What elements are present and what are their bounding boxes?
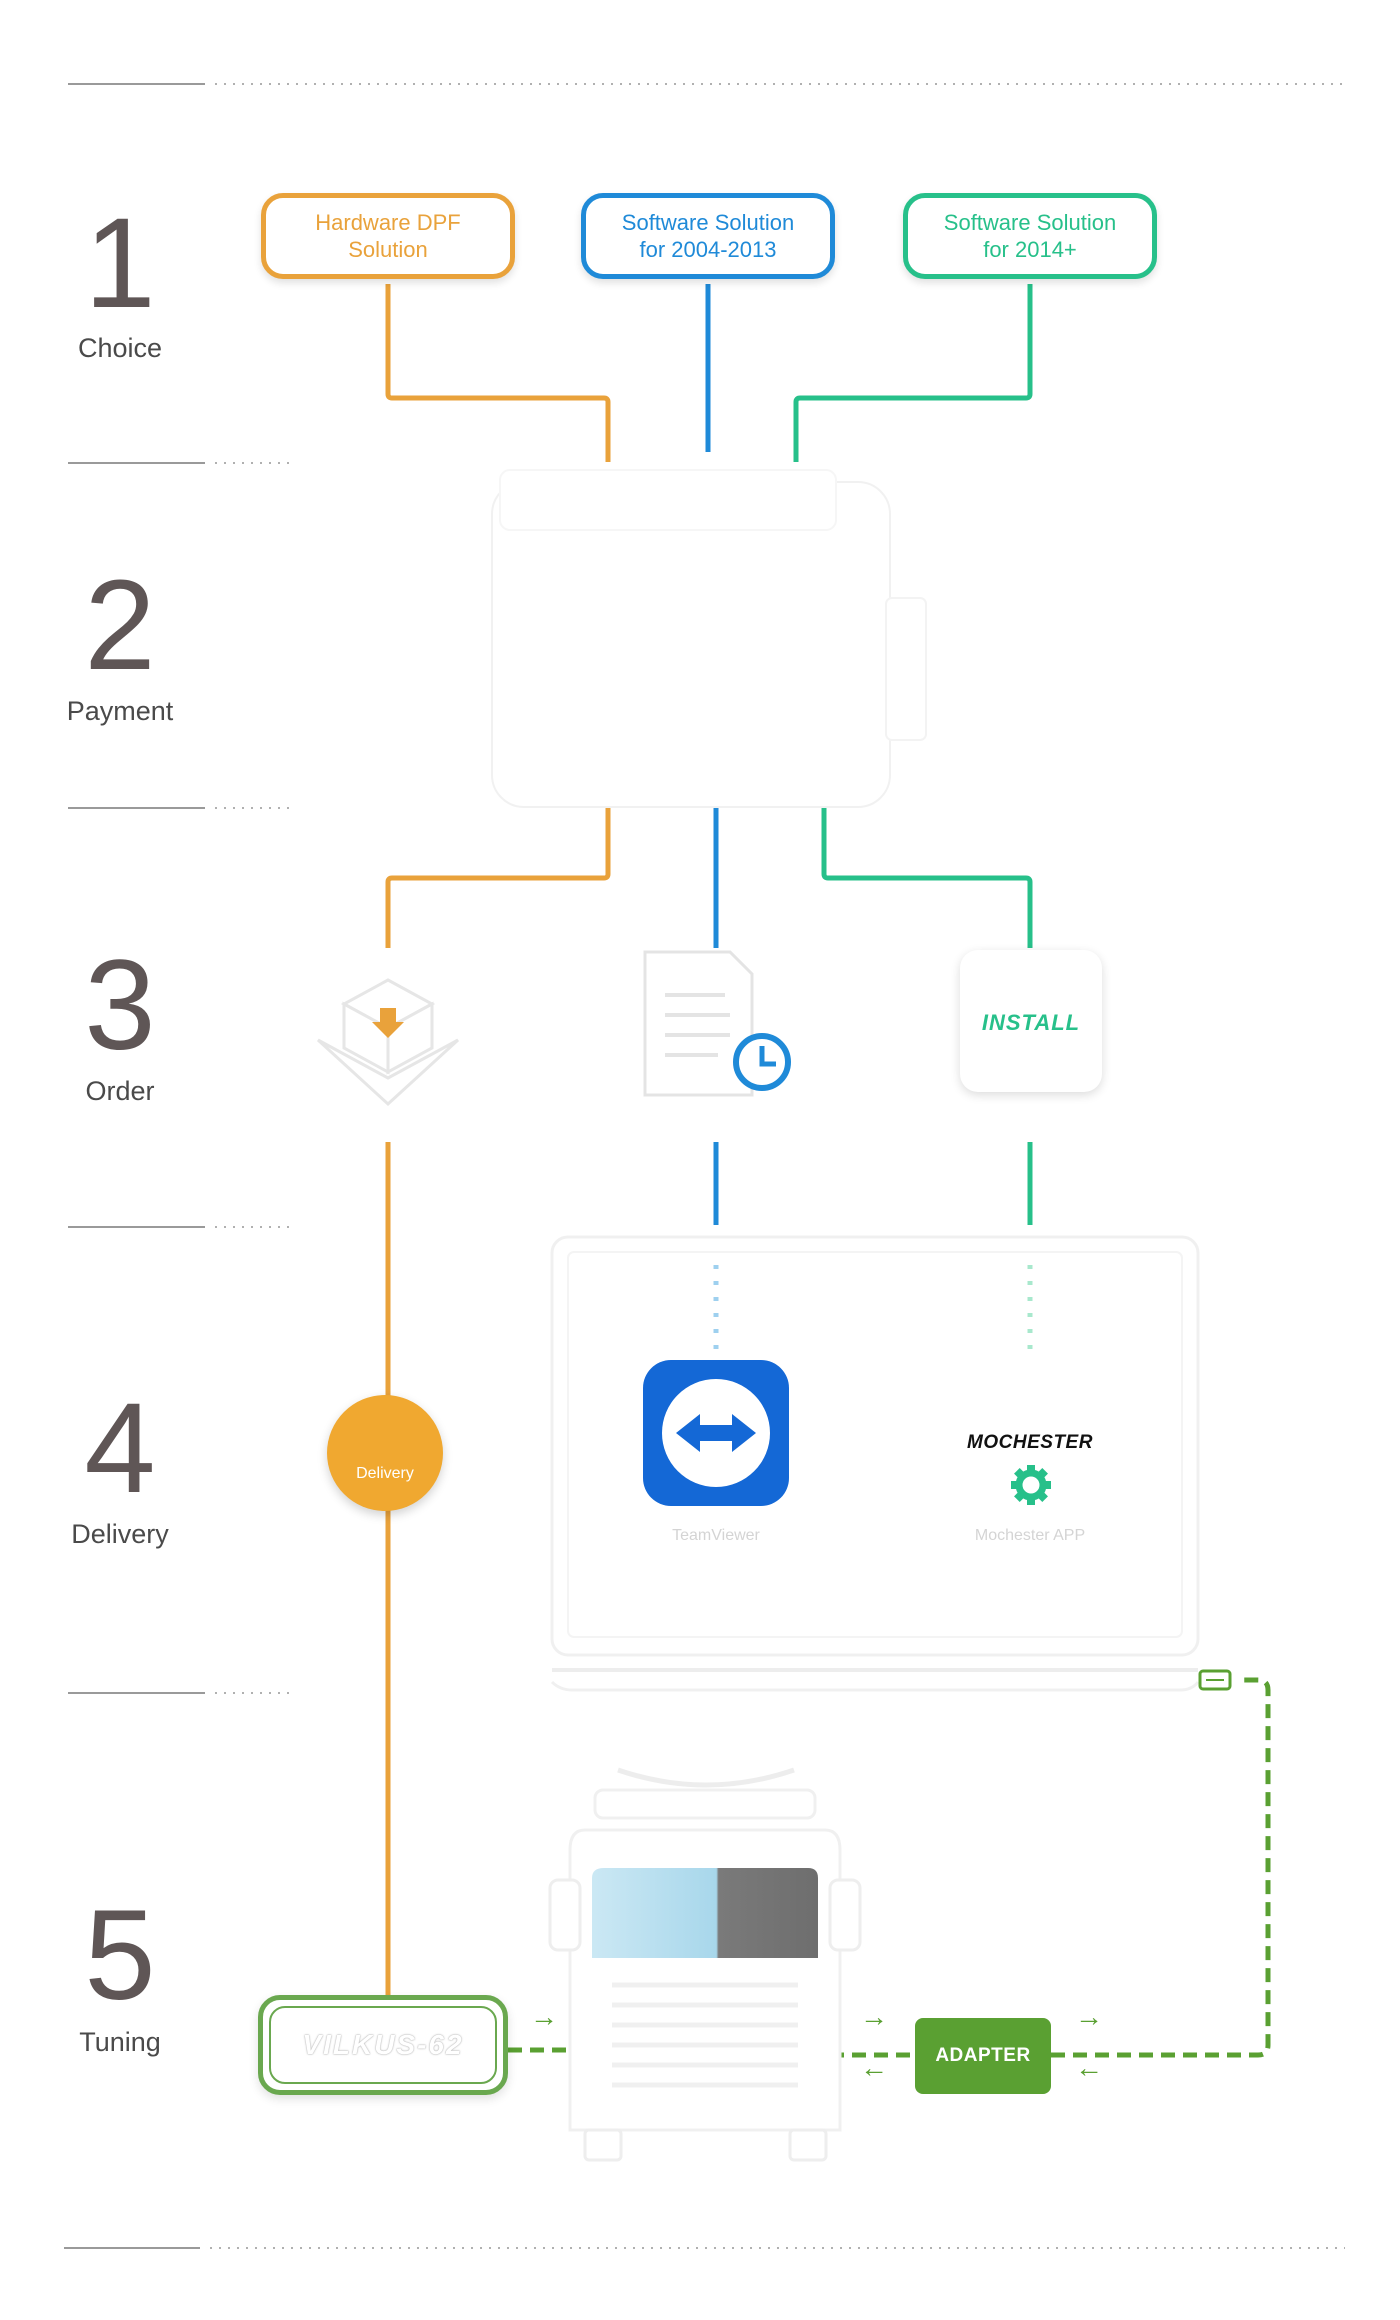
step-2-label: Payment — [66, 696, 174, 726]
teamviewer-icon — [643, 1360, 789, 1506]
step-4-number: 4 — [84, 1377, 156, 1520]
delivery-badge-label: Delivery — [356, 1465, 414, 1482]
teamviewer-label: TeamViewer — [672, 1527, 760, 1544]
gear-icon — [1011, 1465, 1051, 1505]
step-1-number: 1 — [84, 192, 156, 335]
document-icon — [643, 950, 791, 1097]
arrow-right-icon: → — [1075, 2001, 1103, 2032]
package-icon — [316, 978, 460, 1107]
step-2-number: 2 — [84, 554, 156, 697]
laptop-frame — [550, 1235, 1200, 1692]
install-label: INSTALL — [981, 1010, 1081, 1035]
wire-green-top — [793, 284, 1033, 462]
wire-orange-top — [385, 284, 611, 462]
step-1-label: Choice — [77, 333, 163, 363]
install-card: INSTALL — [960, 950, 1102, 1092]
section-separators — [64, 83, 1345, 2249]
adapter-device: ADAPTER — [915, 2018, 1051, 2094]
arrow-left-icon: ← — [1075, 2052, 1103, 2083]
wire-orange-mid — [385, 808, 611, 948]
wire-green-mid — [821, 808, 1033, 948]
delivery-badge: Delivery — [327, 1395, 443, 1511]
step-3-label: Order — [85, 1076, 155, 1106]
step-4-label: Delivery — [71, 1519, 169, 1549]
payment-card — [491, 469, 927, 808]
truck-illustration — [548, 1767, 862, 2162]
choice-hardware-dpf[interactable]: Hardware DPF Solution — [261, 193, 515, 279]
vilkus-device-label: VILKUS-62 — [302, 2029, 464, 2060]
mochester-app-label: Mochester APP — [974, 1527, 1086, 1544]
step-3-number: 3 — [84, 934, 156, 1077]
step-5-label: Tuning — [79, 2027, 161, 2057]
choice-software-2004-2013[interactable]: Software Solution for 2004-2013 — [581, 193, 835, 279]
vilkus-device: VILKUS-62 — [258, 1995, 508, 2095]
arrow-left-icon: ← — [860, 2052, 888, 2083]
usb-plug-icon — [1198, 1669, 1232, 1691]
arrow-right-icon: → — [530, 2001, 558, 2032]
cable-adapter-laptop — [1051, 1677, 1271, 2058]
step-5-number: 5 — [84, 1884, 156, 2027]
choice-software-2014[interactable]: Software Solution for 2014+ — [903, 193, 1157, 279]
mochester-logo: MOCHESTER — [967, 1432, 1093, 1453]
arrow-right-icon: → — [860, 2001, 888, 2032]
